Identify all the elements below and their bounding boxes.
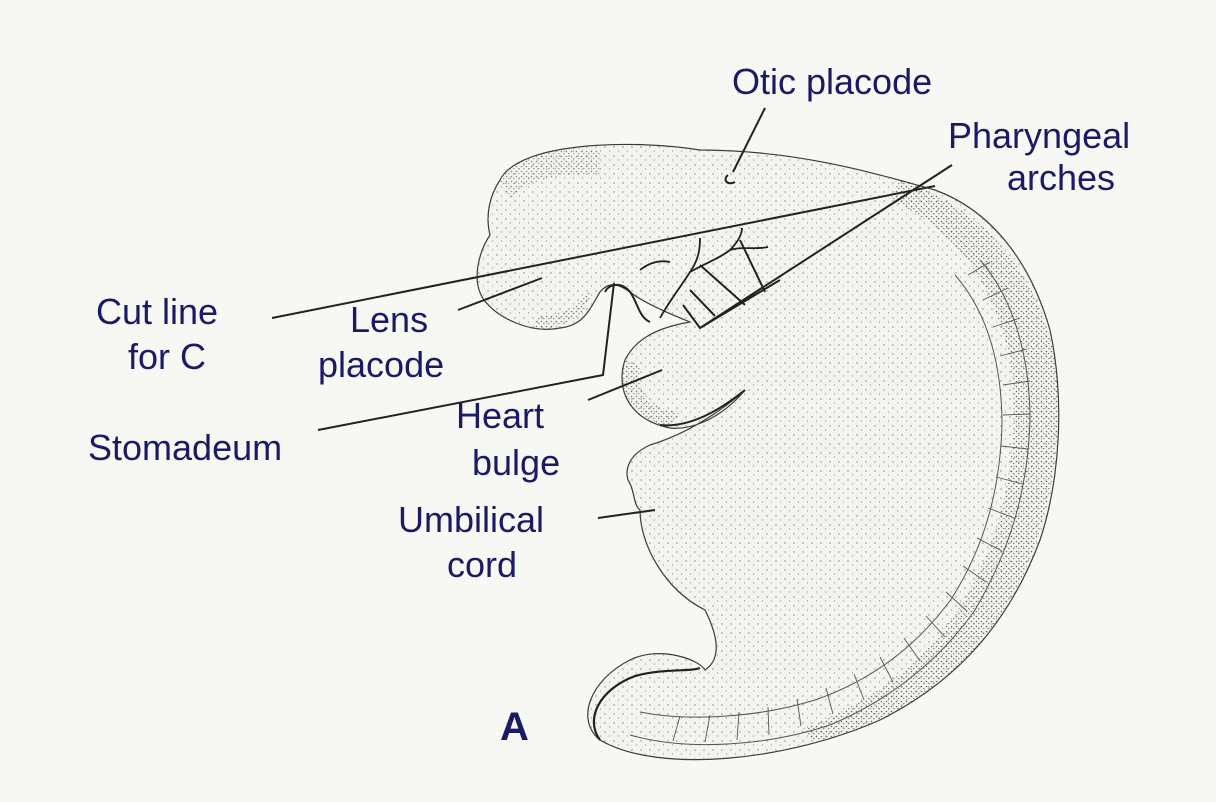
label-stomadeum: Stomadeum [88, 427, 283, 468]
otic-leader [732, 107, 766, 173]
tail-curl [592, 666, 701, 741]
somites [629, 259, 1031, 746]
label-placode: placode [318, 344, 445, 385]
leader-lines [271, 107, 953, 519]
label-arches: arches [1007, 157, 1116, 198]
lens-leader [457, 277, 543, 311]
label-heart: Heart [456, 395, 545, 436]
umbilical-leader [597, 509, 656, 519]
stomadeum-opening [604, 283, 651, 323]
dorsal-shading [500, 148, 1058, 750]
label-pharyngeal: Pharyngeal [948, 115, 1131, 156]
stomadeum-leader [317, 282, 615, 431]
label-cord: cord [447, 544, 518, 585]
label-cut-line: Cut line [96, 291, 219, 332]
label-umbilical: Umbilical [398, 499, 545, 540]
heart-bulge-outline [659, 389, 746, 427]
label-lens: Lens [350, 299, 429, 340]
heart-leader [587, 369, 663, 401]
pharyngeal-bracket [682, 164, 953, 330]
otic-placode-pit [724, 174, 736, 185]
pharyngeal-grooves [639, 227, 769, 319]
cut-line [271, 185, 936, 319]
panel-letter: A [500, 705, 529, 749]
label-for-c: for C [128, 336, 207, 377]
label-bulge: bulge [472, 442, 561, 483]
label-otic-placode: Otic placode [732, 61, 933, 102]
